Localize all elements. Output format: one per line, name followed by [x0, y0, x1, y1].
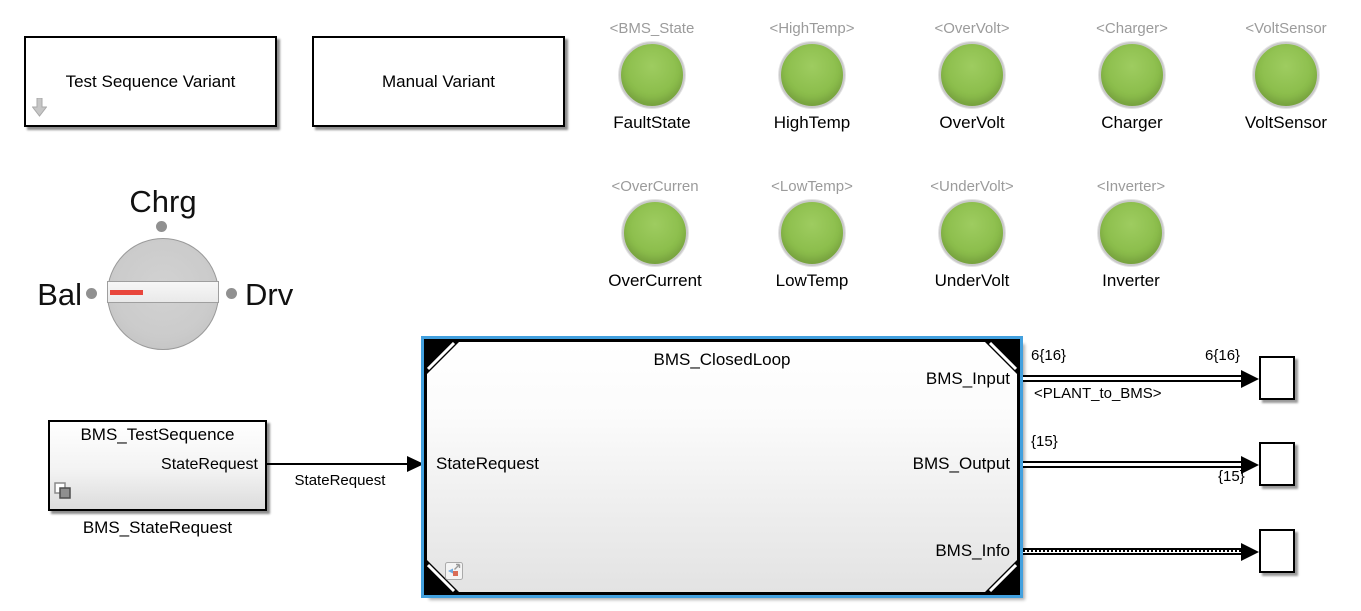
lamp-label: HighTemp [773, 113, 851, 132]
bms-input-width-label-right: 6{16} [1205, 347, 1241, 364]
lamp-tag: <HighTemp> [769, 20, 855, 37]
lamp-label: LowTemp [775, 271, 849, 290]
bms-closedloop-block[interactable]: BMS_ClosedLoop StateRequest BMS_Input BM… [424, 339, 1020, 595]
terminator-block[interactable] [1259, 529, 1295, 573]
plant-to-bms-signal-label[interactable]: <PLANT_to_BMS> [1034, 385, 1162, 402]
bms-input-width-label: 6{16} [1031, 347, 1067, 364]
lamp-label: Inverter [1102, 271, 1160, 290]
lamp-tag: <Inverter> [1096, 178, 1166, 195]
lamp-label: OverCurrent [608, 271, 702, 290]
staterequest-outport-label: StateRequest [161, 456, 258, 473]
bms-staterequest-caption: BMS_StateRequest [82, 518, 233, 537]
bms-output-bus[interactable] [1023, 461, 1241, 468]
lamp-indicator-icon [779, 42, 845, 108]
wire-arrowhead-icon [407, 456, 424, 472]
staterequest-signal-label[interactable]: StateRequest [294, 472, 386, 489]
bms-output-width-label: {15} [1031, 433, 1058, 450]
lamp-inverter[interactable]: <Inverter> Inverter [1065, 178, 1197, 291]
manual-variant-block[interactable]: Manual Variant [312, 36, 565, 127]
lamp-indicator-icon [619, 42, 685, 108]
manual-variant-label: Manual Variant [381, 71, 496, 91]
lamp-tag: <UnderVolt> [930, 178, 1014, 195]
knob-pointer-icon [110, 290, 143, 295]
lamp-label: FaultState [613, 113, 691, 132]
lamp-tag: <LowTemp> [771, 178, 853, 195]
lamp-label: OverVolt [939, 113, 1005, 132]
lamp-tag: <Charger> [1096, 20, 1168, 37]
lamp-indicator-icon [1253, 42, 1319, 108]
lamp-lowtemp[interactable]: <LowTemp> LowTemp [746, 178, 878, 291]
knob-position-chrg: Chrg [129, 184, 197, 219]
lamp-charger[interactable]: <Charger> Charger [1066, 20, 1198, 133]
bms-output-width-label-right: {15} [1218, 468, 1245, 485]
bms-info-port-label: BMS_Info [935, 541, 1010, 560]
lamp-tag: <BMS_State [609, 20, 695, 37]
bus-arrowhead-icon [1241, 456, 1259, 474]
model-badge-icon [445, 562, 463, 585]
lamp-label: VoltSensor [1244, 113, 1328, 132]
lamp-overcurrent[interactable]: <OverCurren OverCurrent [589, 178, 721, 291]
terminator-block[interactable] [1259, 356, 1295, 400]
staterequest-wire[interactable] [267, 463, 409, 465]
variant-corner-icon [985, 341, 1018, 374]
knob-position-drv: Drv [245, 277, 294, 312]
library-link-icon [54, 482, 72, 505]
test-sequence-variant-label: Test Sequence Variant [65, 71, 236, 91]
lamp-undervolt[interactable]: <UnderVolt> UnderVolt [906, 178, 1038, 291]
knob-dot-icon [226, 288, 237, 299]
bms-output-port-label: BMS_Output [912, 454, 1010, 473]
variant-corner-icon [426, 560, 459, 593]
knob-handle[interactable] [107, 281, 219, 303]
knob-position-bal: Bal [37, 277, 82, 312]
variant-corner-icon [426, 341, 459, 374]
terminator-block[interactable] [1259, 442, 1295, 486]
bus-arrowhead-icon [1241, 370, 1259, 388]
bms-testsequence-block[interactable]: BMS_TestSequence StateRequest [48, 420, 267, 511]
bus-arrowhead-icon [1241, 543, 1259, 561]
lamp-indicator-icon [622, 200, 688, 266]
bms-input-bus[interactable] [1023, 375, 1241, 382]
lamp-label: Charger [1101, 113, 1163, 132]
bms-input-port-label: BMS_Input [925, 369, 1010, 388]
lamp-indicator-icon [1098, 200, 1164, 266]
bms-closedloop-title: BMS_ClosedLoop [653, 350, 791, 369]
lamp-indicator-icon [939, 42, 1005, 108]
lamp-overvolt[interactable]: <OverVolt> OverVolt [906, 20, 1038, 133]
test-sequence-variant-block[interactable]: Test Sequence Variant [24, 36, 277, 127]
lamp-voltsensor[interactable]: <VoltSensor VoltSensor [1220, 20, 1352, 133]
variant-corner-icon [985, 560, 1018, 593]
lamp-indicator-icon [939, 200, 1005, 266]
lamp-hightemp[interactable]: <HighTemp> HighTemp [746, 20, 878, 133]
variant-active-arrow-icon [31, 97, 48, 122]
lamp-tag: <VoltSensor [1245, 20, 1327, 37]
lamp-faultstate[interactable]: <BMS_State FaultState [586, 20, 718, 133]
knob-dot-icon [86, 288, 97, 299]
lamp-tag: <OverCurren [611, 178, 699, 195]
bms-info-bus[interactable] [1023, 548, 1241, 555]
lamp-indicator-icon [779, 200, 845, 266]
lamp-indicator-icon [1099, 42, 1165, 108]
bms-testsequence-title: BMS_TestSequence [80, 425, 235, 444]
lamp-label: UnderVolt [934, 271, 1010, 290]
lamp-tag: <OverVolt> [934, 20, 1010, 37]
staterequest-inport-label: StateRequest [436, 454, 540, 473]
knob-dot-icon [156, 221, 167, 232]
